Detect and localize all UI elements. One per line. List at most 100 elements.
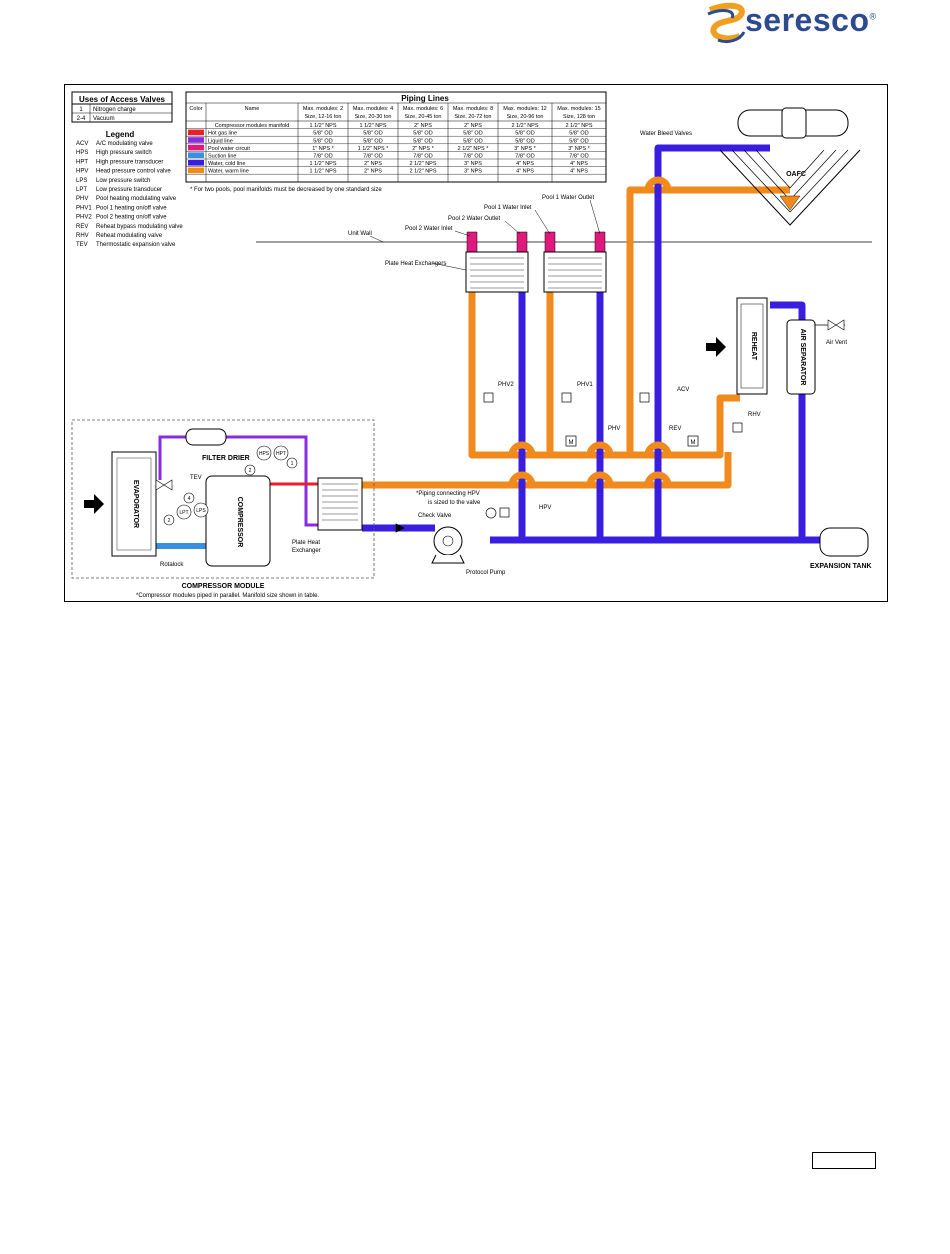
legend-desc: High pressure switch: [96, 150, 152, 156]
svg-text:Exchanger: Exchanger: [292, 548, 321, 554]
schematic-frame: [64, 84, 888, 602]
svg-text:COMPRESSOR: COMPRESSOR: [236, 497, 243, 548]
legend-desc: Pool 2 heating on/off valve: [96, 215, 167, 221]
protocol-pump: Protocol Pump: [431, 526, 506, 576]
piping-row-name: Pool water circuit: [208, 146, 250, 152]
svg-text:EVAPORATOR: EVAPORATOR: [132, 480, 139, 528]
legend-abbr: HPS: [76, 150, 88, 156]
piping-cell: 4" NPS: [570, 161, 588, 167]
legend-abbr: PHV2: [76, 215, 92, 221]
svg-text:LPT: LPT: [179, 510, 188, 516]
piping-cell: 7/8" OD: [363, 154, 382, 160]
piping-cell: 1 1/2" NPS: [309, 161, 336, 167]
svg-text:Rotalock: Rotalock: [160, 562, 184, 568]
compressor-module-label: COMPRESSOR MODULE: [182, 583, 265, 590]
svg-text:LPS: LPS: [196, 508, 206, 514]
oafc-label: OAFC: [786, 171, 806, 178]
legend-desc: Thermostatic expansion valve: [96, 242, 176, 248]
svg-text:FILTER DRIER: FILTER DRIER: [202, 455, 250, 462]
piping-footnote: * For two pools, pool manifolds must be …: [190, 187, 382, 193]
legend-desc: Pool heating modulating valve: [96, 196, 177, 202]
piping-cell: 7/8" OD: [515, 154, 534, 160]
piping-cell: 2 1/2" NPS: [511, 123, 538, 129]
svg-text:Plate Heat: Plate Heat: [292, 540, 320, 546]
svg-text:Pool 2 Water Inlet: Pool 2 Water Inlet: [405, 226, 453, 232]
piping-cell: 7/8" OD: [463, 154, 482, 160]
legend-desc: Low pressure transducer: [96, 187, 162, 193]
legend-abbr: PHV: [76, 196, 88, 202]
piping-header: Name: [245, 106, 260, 112]
legend-abbr: REV: [76, 224, 88, 230]
piping-subheader: Size, 20-45 ton: [405, 114, 442, 120]
piping-row-name: Hot gas line: [208, 131, 237, 137]
pipe-crossovers: [508, 176, 672, 486]
piping-schematic: Uses of Access Valves 1 Nitrogen charge …: [71, 91, 872, 599]
piping-header: Color: [189, 106, 202, 112]
air-separator: AIR SEPARATOR Air Vent: [786, 319, 847, 395]
piping-cell: 5/8" OD: [515, 131, 534, 137]
piping-header: Max. modules: 15: [557, 106, 600, 112]
piping-header: Max. modules: 6: [403, 106, 443, 112]
svg-text:is sized to the valve: is sized to the valve: [428, 500, 481, 506]
svg-text:PHV: PHV: [608, 426, 620, 432]
svg-text:HPT: HPT: [276, 451, 286, 457]
svg-text:PHV1: PHV1: [577, 382, 593, 388]
piping-cell: 2" NPS: [364, 161, 382, 167]
expansion-tank: EXPANSION TANK: [810, 527, 872, 570]
piping-cell: 5/8" OD: [569, 138, 588, 144]
legend-desc: Pool 1 heating on/off valve: [96, 205, 167, 211]
piping-cell: 5/8" OD: [313, 138, 332, 144]
piping-cell: 3" NPS *: [568, 146, 590, 152]
legend-desc: Head pressure control valve: [96, 169, 171, 175]
svg-text:Pool 1 Water Outlet: Pool 1 Water Outlet: [542, 195, 594, 201]
svg-text:AIR SEPARATOR: AIR SEPARATOR: [799, 329, 806, 386]
piping-row-name: Liquid line: [208, 138, 233, 144]
pool-heat-exchangers: Plate Heat Exchangers Pool 2 Water Inlet…: [385, 195, 607, 293]
legend-desc: Low pressure switch: [96, 178, 150, 184]
page-number-box: [812, 1152, 876, 1169]
svg-text:Protocol Pump: Protocol Pump: [466, 570, 506, 576]
piping-cell: 1 1/2" NPS: [359, 123, 386, 129]
reheat-label: REHEAT: [750, 332, 757, 361]
svg-text:REV: REV: [669, 426, 681, 432]
piping-cell: 1 1/2" NPS: [309, 123, 336, 129]
piping-cell: 2" NPS *: [412, 146, 434, 152]
svg-text:M: M: [691, 440, 696, 446]
piping-cell: 7/8" OD: [313, 154, 332, 160]
airflow-arrow-icon: [84, 494, 104, 514]
piping-header: Max. modules: 4: [353, 106, 393, 112]
valves: PHV2 PHV1 ACV M PHV M REV RHV HPV *Pipin…: [395, 382, 761, 533]
legend-title: Legend: [106, 130, 135, 139]
piping-title: Piping Lines: [401, 94, 449, 103]
piping-cell: 5/8" OD: [569, 131, 588, 137]
piping-cell: 1 1/2" NPS: [309, 169, 336, 175]
piping-row-name: Water, warm line: [208, 169, 249, 175]
piping-subheader: Size, 20-96 ton: [507, 114, 544, 120]
legend-desc: Reheat modulating valve: [96, 233, 163, 239]
svg-text:2: 2: [168, 518, 171, 524]
access-valves-table: Uses of Access Valves 1 Nitrogen charge …: [71, 91, 173, 123]
piping-cell: 7/8" OD: [413, 154, 432, 160]
svg-text:RHV: RHV: [748, 412, 761, 418]
legend-desc: High pressure transducer: [96, 159, 163, 165]
legend-abbr: HPT: [76, 159, 88, 165]
piping-cell: 7/8" OD: [569, 154, 588, 160]
svg-text:PHV2: PHV2: [498, 382, 514, 388]
svg-text:*Piping connecting HPV: *Piping connecting HPV: [416, 491, 480, 497]
oafc-unit: OAFC Water Bleed Valves: [640, 107, 861, 226]
svg-text:ACV: ACV: [677, 387, 689, 393]
svg-text:Plate Heat Exchangers: Plate Heat Exchangers: [385, 261, 446, 267]
access-valves-title: Uses of Access Valves: [79, 95, 166, 104]
svg-text:2: 2: [249, 468, 252, 474]
piping-cell: 5/8" OD: [413, 138, 432, 144]
piping-cell: 5/8" OD: [363, 131, 382, 137]
piping-cell: 2 1/2" NPS: [409, 169, 436, 175]
piping-subheader: Size, 12-16 ton: [305, 114, 342, 120]
piping-row-name: Compressor modules manifold: [215, 123, 290, 129]
svg-text:Check Valve: Check Valve: [418, 513, 452, 519]
piping-cell: 2 1/2" NPS: [409, 161, 436, 167]
piping-row-name: Water, cold line: [208, 161, 245, 167]
svg-text:Vacuum: Vacuum: [93, 116, 115, 122]
legend-desc: A/C modulating valve: [96, 141, 153, 147]
